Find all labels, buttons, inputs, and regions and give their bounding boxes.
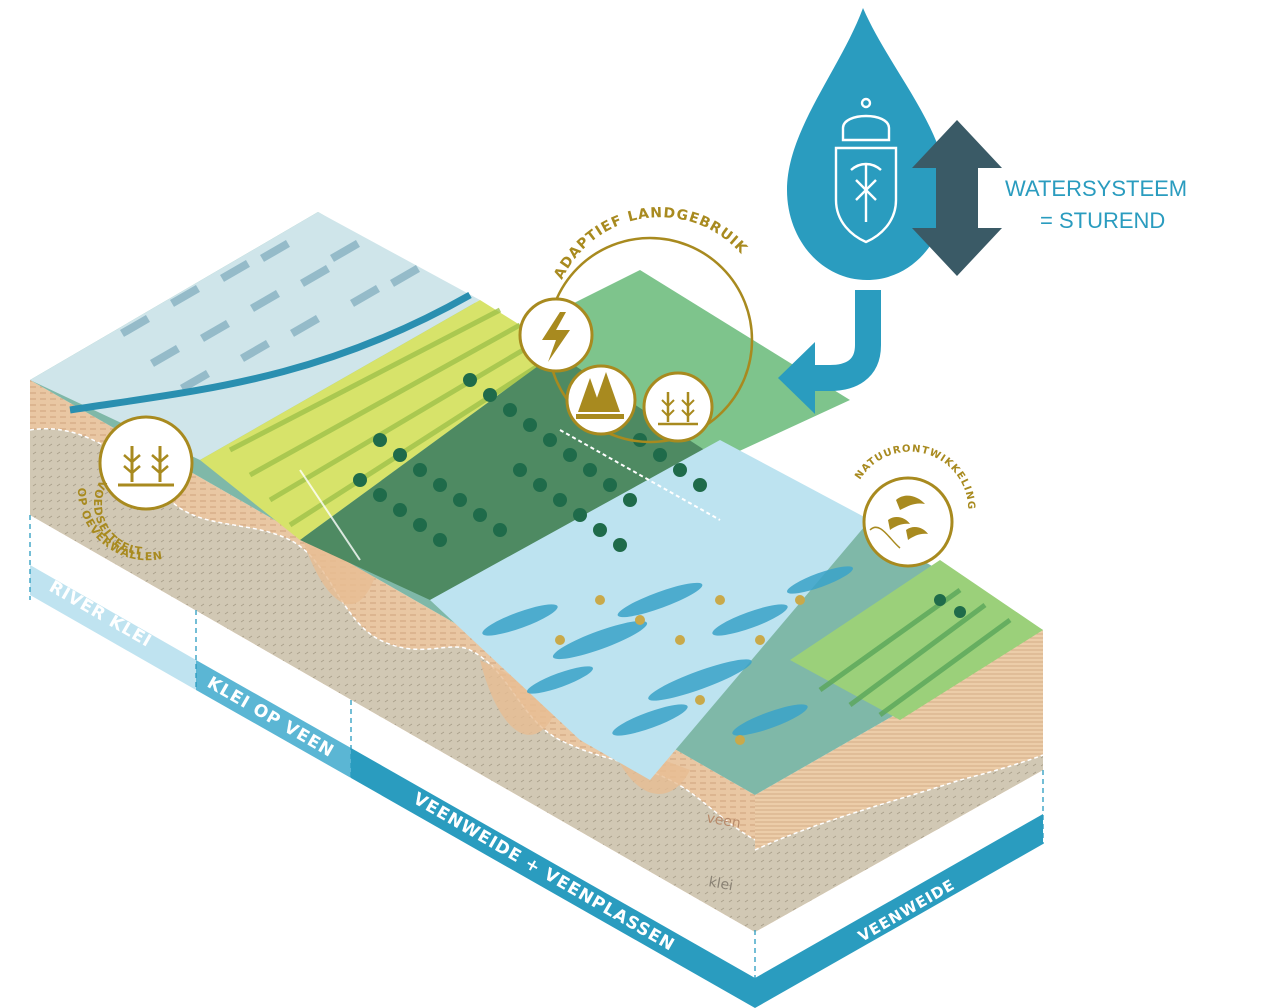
trees-icon [565,364,637,436]
adaptive-landuse-label: ADAPTIEF LANDGEBRUIK [551,205,749,282]
svg-text:ADAPTIEF LANDGEBRUIK: ADAPTIEF LANDGEBRUIK [551,205,750,282]
curved-arrow-left-icon [778,290,881,414]
soil-front-right [754,630,1044,932]
band-label-river-klei: RIVER KLEI [46,577,156,652]
nature-development-marker: NATUURONTWIKKELING [853,444,975,568]
grain-icon [642,371,714,443]
up-down-arrow-icon [912,120,1002,276]
land-surface [30,212,1043,795]
grain-icon [118,446,174,487]
soil-label-klei: klei [707,874,734,894]
water-drop-icon [787,8,947,280]
band-bottom [29,515,1044,1008]
food-cultivation-marker: VOEDSELTEELT OP OEVERWALLEN [75,415,194,563]
band-label-veenweide: VEENWEIDE [855,876,958,946]
birds-icon [869,495,928,549]
lightning-icon [518,297,594,373]
soil-label-veen: veen [705,810,742,832]
coat-of-arms-icon [834,97,898,244]
headline-line1: WATERSYSTEEM [1005,176,1187,201]
headline-line2: = STUREND [1040,208,1165,233]
band-label-klei-op-veen: KLEI OP VEEN [204,673,338,762]
